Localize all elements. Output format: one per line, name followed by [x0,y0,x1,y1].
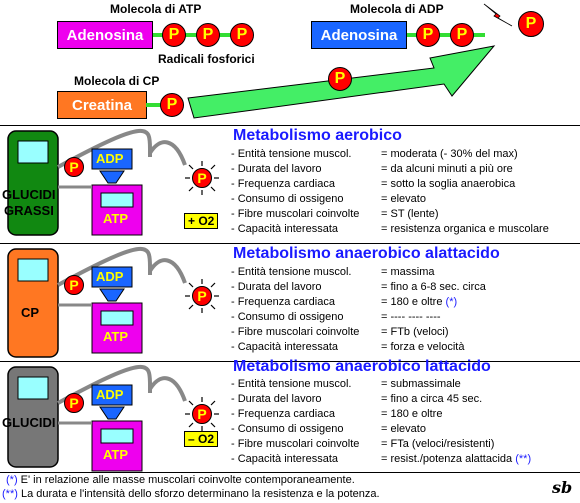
adp-label: ADP [96,387,124,402]
phosphate-panel1-burst: P [192,168,212,188]
row-key: - Fibre muscolari coinvolte [231,208,360,220]
atp-label: ATP [103,447,129,462]
row-key: - Frequenza cardiaca [231,178,335,190]
alactacid-panel: P P ADP ATP CP [0,245,232,362]
row-value: = sotto la soglia anaerobica [381,178,516,190]
row-key: - Capacità interessata [231,453,338,465]
row-value: = resistenza organica e muscolare [381,223,549,235]
footnote-1: (*) E' in relazione alle masse muscolari… [6,474,355,486]
adenosina-box-atp: Adenosina [57,21,153,49]
row-value: = elevato [381,423,426,435]
footnote-mark: (**) [2,488,18,500]
row-value: = da alcuni minuti a più ore [381,163,513,175]
divider [0,472,580,473]
adp-bond-line [405,33,485,37]
row-value: = moderata (- 30% del max) [381,148,518,160]
fuel-pump-icon [7,365,187,472]
row-value: = FTa (veloci/resistenti) [381,438,495,450]
row-value: = massima [381,266,435,278]
fuel-pump-icon [7,129,187,236]
row-key: - Durata del lavoro [231,281,322,293]
divider [0,125,580,126]
row-key: - Consumo di ossigeno [231,423,344,435]
section-title-alactacid: Metabolismo anaerobico alattacido [233,245,500,262]
phosphate-panel2-burst: P [192,286,212,306]
phosphate-arrow: P [328,67,352,91]
phosphate-free: P [518,11,544,37]
footnote-mark: (*) [6,474,18,486]
atp-label: ATP [103,211,129,226]
row-key: - Fibre muscolari coinvolte [231,438,360,450]
row-key: - Fibre muscolari coinvolte [231,326,360,338]
row-key: - Frequenza cardiaca [231,296,335,308]
divider [0,243,580,244]
radicali-fosforici-label: Radicali fosforici [158,52,255,66]
phosphate-adp-2: P [450,23,474,47]
oxygen-badge: + O2 [184,213,219,229]
oxygen-badge: – O2 [184,431,219,447]
tank-label-1: GLUCIDI [2,415,56,430]
row-value: = 180 e oltre (*) [381,296,457,308]
row-value: = ---- ---- ---- [381,311,441,323]
phosphate-panel3-left: P [64,393,84,413]
phosphate-atp-3: P [230,23,254,47]
phosphate-burst-icon [185,279,219,313]
aerobic-panel: P P ADP ATP GLUCIDI GRASSI + O2 [0,127,232,244]
phosphate-burst-icon [185,397,219,431]
section-title-lactacid: Metabolismo anaerobico lattacido [233,358,491,375]
row-value: = fino a 6-8 sec. circa [381,281,486,293]
footnote-2: (**) La durata e l'intensità dello sforz… [2,488,380,500]
phosphate-panel2-left: P [64,275,84,295]
row-key: - Durata del lavoro [231,393,322,405]
row-value: = 180 e oltre [381,408,443,420]
lactacid-panel: P P ADP ATP GLUCIDI – O2 [0,363,232,480]
author-signature: sb [552,478,573,497]
row-value: = resist./potenza alattacida (**) [381,453,531,465]
footnote-text: E' in relazione alle masse muscolari coi… [20,474,355,486]
row-value: = FTb (veloci) [381,326,449,338]
phosphate-burst-icon [185,161,219,195]
row-key: - Consumo di ossigeno [231,193,344,205]
footnote-ref: (*) [445,296,458,308]
row-key: - Consumo di ossigeno [231,311,344,323]
adp-molecule-label: Molecola di ADP [350,2,444,16]
tank-label-1: GLUCIDI [2,187,56,202]
row-value: = forza e velocità [381,341,465,353]
row-value: = ST (lente) [381,208,439,220]
row-value: = fino a circa 45 sec. [381,393,483,405]
adp-label: ADP [96,151,124,166]
creatina-box: Creatina [57,91,147,119]
phosphate-adp-1: P [416,23,440,47]
lightning-icon [483,3,513,27]
adenosina-box-adp: Adenosina [311,21,407,49]
phosphate-panel3-burst: P [192,404,212,424]
phosphate-cp: P [160,93,184,117]
row-key: - Entità tensione muscol. [231,148,352,160]
tank-label-2: GRASSI [4,203,54,218]
phosphate-panel1-left: P [64,157,84,177]
fuel-pump-icon [7,247,187,358]
divider [0,361,580,362]
row-value-text: = resist./potenza alattacida [381,453,513,465]
phosphate-atp-2: P [196,23,220,47]
row-key: - Entità tensione muscol. [231,378,352,390]
row-value: = submassimale [381,378,461,390]
row-key: - Entità tensione muscol. [231,266,352,278]
footnote-text: La durata e l'intensità dello sforzo det… [20,488,380,500]
phosphate-atp-1: P [162,23,186,47]
row-key: - Capacità interessata [231,341,338,353]
atp-molecule-label: Molecola di ATP [110,2,202,16]
section-title-aerobic: Metabolismo aerobico [233,127,402,144]
tank-label-1: CP [21,305,40,320]
row-key: - Frequenza cardiaca [231,408,335,420]
atp-label: ATP [103,329,129,344]
row-key: - Durata del lavoro [231,163,322,175]
row-value-text: = 180 e oltre [381,296,443,308]
row-key: - Capacità interessata [231,223,338,235]
footnote-ref: (**) [515,453,532,465]
cp-bond-line [146,103,166,107]
row-value: = elevato [381,193,426,205]
cp-molecule-label: Molecola di CP [74,74,160,88]
adp-label: ADP [96,269,124,284]
